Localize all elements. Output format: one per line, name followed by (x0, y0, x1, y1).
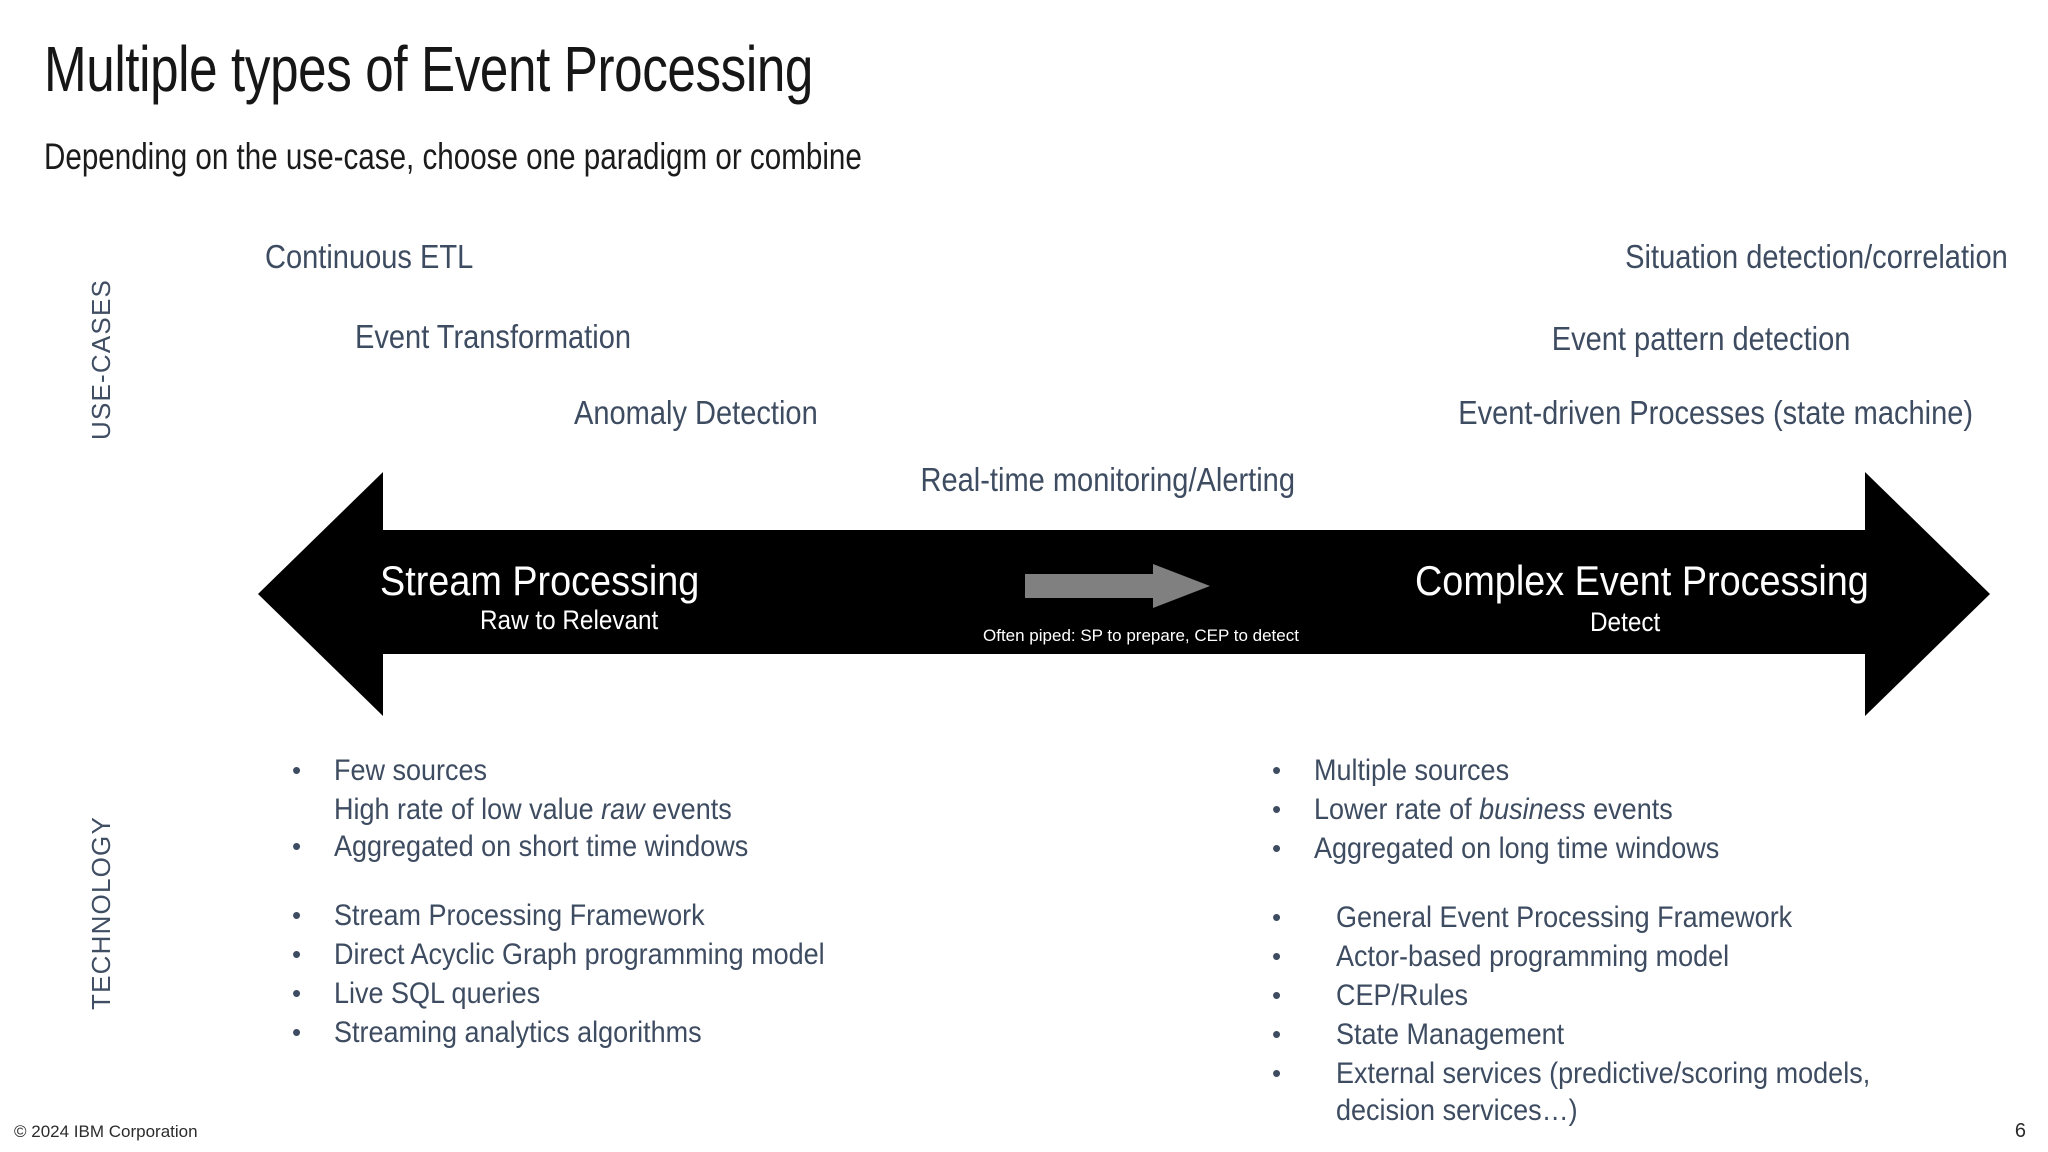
tech-left-group-2: • Stream Processing Framework • Direct A… (292, 897, 1052, 1051)
bullet-icon: • (292, 755, 302, 785)
list-item: • Live SQL queries (292, 975, 1052, 1012)
bullet-icon: • (1272, 980, 1282, 1010)
bullet-icon: • (1272, 833, 1282, 863)
list-item-label: State Management (1336, 1018, 1565, 1051)
list-item-label: Aggregated on long time windows (1314, 832, 1720, 865)
list-item-label: Streaming analytics algorithms (334, 1016, 702, 1049)
list-item-continuation: High rate of low value raw events (334, 793, 732, 826)
emphasis-business: business (1479, 793, 1586, 826)
group-spacer (1272, 869, 2012, 899)
usecase-right-event-pattern-detection: Event pattern detection (1551, 320, 1850, 357)
list-item-label: General Event Processing Framework (1336, 901, 1793, 934)
list-item: • State Management (1272, 1016, 2012, 1053)
list-item-label: Stream Processing Framework (334, 899, 705, 932)
footer-copyright: © 2024 IBM Corporation (14, 1122, 198, 1141)
axis-label-use-cases: USE-CASES (86, 278, 116, 440)
list-item: • Aggregated on short time windows (292, 828, 1052, 865)
band-sublabel-detect: Detect (1590, 607, 1661, 637)
bullet-icon: • (1272, 1019, 1282, 1049)
bullet-icon: • (292, 900, 302, 930)
bullet-icon: • (292, 1017, 302, 1047)
list-item: • External services (predictive/scoring … (1272, 1055, 2012, 1129)
pipe-arrow-caption: Often piped: SP to prepare, CEP to detec… (983, 626, 1299, 645)
list-item-label: Few sources (334, 754, 488, 787)
bullet-icon: • (292, 978, 302, 1008)
bullet-icon: • (1272, 1058, 1282, 1088)
list-item-label: Aggregated on short time windows (334, 830, 749, 863)
list-item: • Few sources (292, 752, 1052, 789)
usecase-right-situation-detection: Situation detection/correlation (1625, 238, 2008, 275)
usecase-center-realtime-monitoring: Real-time monitoring/Alerting (920, 461, 1295, 498)
technology-column-left: • Few sources High rate of low value raw… (292, 752, 1052, 1053)
list-item-label: External services (predictive/scoring mo… (1336, 1057, 1871, 1127)
band-sublabel-raw-to-relevant: Raw to Relevant (480, 605, 659, 635)
usecase-left-continuous-etl: Continuous ETL (265, 238, 474, 275)
footer-page-number: 6 (2014, 1120, 2026, 1142)
usecase-left-event-transformation: Event Transformation (355, 318, 632, 355)
list-item: • Lower rate of business events (1272, 791, 2012, 828)
list-item-label: Live SQL queries (334, 977, 541, 1010)
tech-right-group-1: • Multiple sources • Lower rate of busin… (1272, 752, 2012, 867)
band-label-stream-processing: Stream Processing (380, 557, 700, 604)
list-item: • Streaming analytics algorithms (292, 1014, 1052, 1051)
pipe-right-arrow-icon (1025, 564, 1210, 608)
bullet-icon: • (1272, 902, 1282, 932)
list-item-label: Lower rate of business events (1314, 793, 1673, 826)
group-spacer (292, 867, 1052, 897)
list-item-label: Multiple sources (1314, 754, 1510, 787)
axis-label-technology: TECHNOLOGY (86, 815, 116, 1010)
list-item-label: Direct Acyclic Graph programming model (334, 938, 825, 971)
bullet-icon: • (1272, 794, 1282, 824)
technology-column-right: • Multiple sources • Lower rate of busin… (1272, 752, 2012, 1131)
tech-right-group-2: • General Event Processing Framework • A… (1272, 899, 2012, 1129)
bullet-icon: • (1272, 941, 1282, 971)
tech-left-group-1: • Few sources High rate of low value raw… (292, 752, 1052, 865)
list-item: • Direct Acyclic Graph programming model (292, 936, 1052, 973)
list-item-label: Actor-based programming model (1336, 940, 1730, 973)
bullet-icon: • (292, 831, 302, 861)
list-item: • Actor-based programming model (1272, 938, 2012, 975)
usecase-right-event-driven-processes: Event-driven Processes (state machine) (1458, 394, 1973, 431)
list-item: • CEP/Rules (1272, 977, 2012, 1014)
bullet-icon: • (1272, 755, 1282, 785)
emphasis-raw: raw (601, 793, 645, 826)
list-item: • Multiple sources (1272, 752, 2012, 789)
list-item-label: CEP/Rules (1336, 979, 1469, 1012)
page-title: Multiple types of Event Processing (44, 33, 813, 105)
usecase-left-anomaly-detection: Anomaly Detection (574, 394, 818, 431)
list-item: • Aggregated on long time windows (1272, 830, 2012, 867)
list-item: • General Event Processing Framework (1272, 899, 2012, 936)
bullet-icon: • (292, 939, 302, 969)
band-label-complex-event-processing: Complex Event Processing (1415, 557, 1869, 604)
page-subtitle: Depending on the use-case, choose one pa… (44, 136, 862, 177)
list-item: • Stream Processing Framework (292, 897, 1052, 934)
